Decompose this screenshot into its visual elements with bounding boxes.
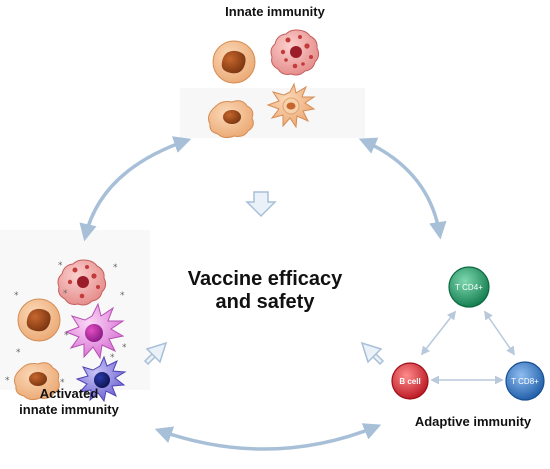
center-title-line1: Vaccine efficacy: [187, 268, 343, 290]
block-arrow-up-right: [143, 341, 168, 366]
dendritic-activated-purple-icon: [75, 355, 127, 403]
mast-cell-activated-icon: [57, 259, 107, 306]
activated-innate-immunity-title: Activated innate immunity: [0, 386, 144, 418]
svg-text:*: *: [64, 331, 69, 341]
monocyte-cell-icon: [212, 40, 256, 84]
vaccine-efficacy-title: Vaccine efficacy and safety: [165, 268, 365, 314]
cycle-arrow-left: [79, 136, 192, 242]
dendritic-activated-pink-icon: [64, 302, 125, 360]
t-cd4-cell-icon: T CD4+: [448, 266, 490, 308]
activated-title-line2: innate immunity: [19, 402, 119, 417]
svg-text:*: *: [14, 291, 19, 301]
svg-text:*: *: [120, 291, 125, 301]
svg-text:*: *: [113, 263, 118, 273]
link-cd4-cd8: [483, 310, 516, 356]
b-cell-icon: B cell: [391, 362, 429, 400]
svg-text:*: *: [122, 343, 127, 353]
activated-title-line1: Activated: [39, 386, 99, 401]
center-title-line2: and safety: [215, 291, 315, 313]
monocyte-activated-icon: [17, 298, 61, 342]
svg-text:*: *: [110, 353, 115, 363]
innate-immunity-title: Innate immunity: [225, 4, 325, 19]
t-cd8-cell-icon: T CD8+: [505, 361, 545, 401]
svg-text:*: *: [63, 289, 68, 299]
svg-text:*: *: [60, 378, 65, 388]
svg-text:*: *: [58, 261, 63, 271]
svg-text:*: *: [5, 376, 10, 386]
innate-panel: [180, 88, 365, 138]
cycle-arrow-bottom: [154, 423, 382, 451]
t-cd4-label: T CD4+: [455, 283, 483, 292]
stimulus-star-icon: * * * * * * * * * * * *: [5, 261, 127, 400]
block-arrow-up-left: [360, 341, 385, 366]
b-cell-label: B cell: [399, 377, 420, 386]
mast-cell-icon: [270, 29, 320, 76]
cycle-arrow-right: [358, 137, 447, 240]
dendritic-cell-icon: [266, 82, 316, 129]
t-cd8-label: T CD8+: [511, 377, 539, 386]
macrophage-activated-icon: [14, 362, 60, 401]
macrophage-cell-icon: [208, 100, 254, 139]
svg-text:*: *: [16, 348, 21, 358]
adaptive-immunity-title: Adaptive immunity: [414, 414, 532, 429]
block-arrow-down: [245, 191, 277, 218]
link-cd4-bcell: [420, 310, 457, 356]
svg-text:*: *: [84, 390, 89, 400]
